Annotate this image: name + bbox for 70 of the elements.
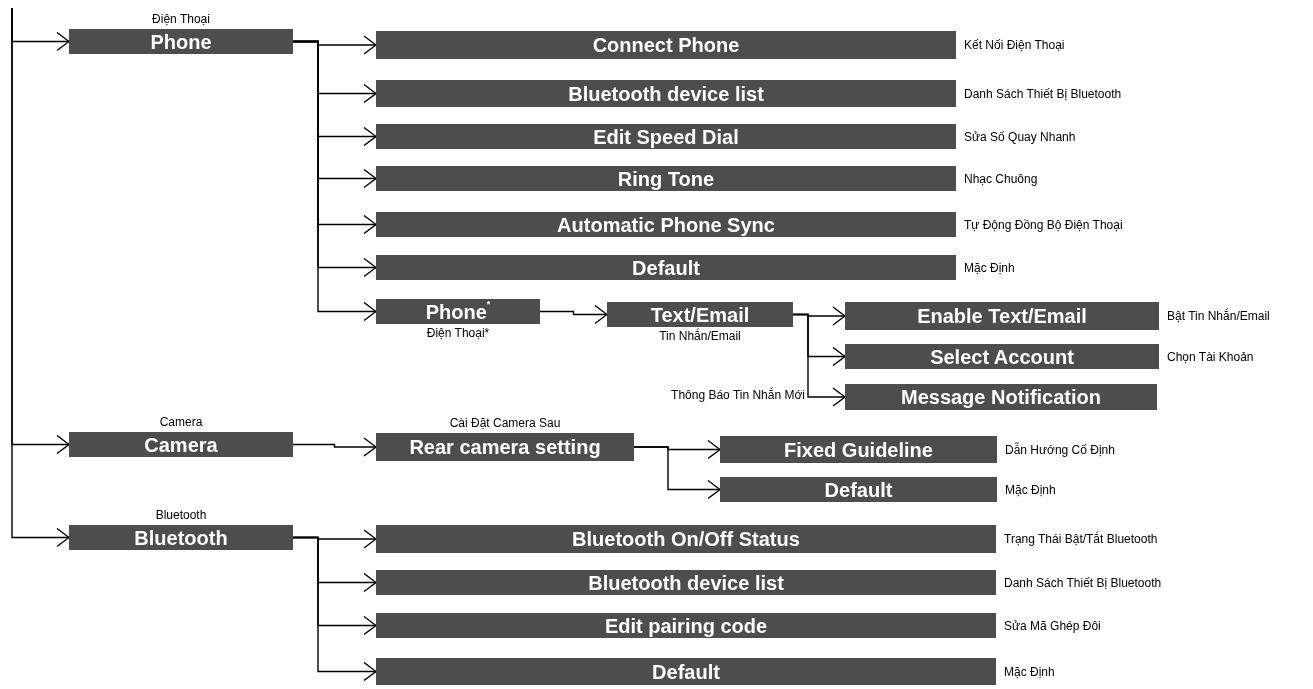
translation-label: Bật Tin Nhắn/Email	[1167, 309, 1270, 323]
translation-label: Điện Thoại*	[426, 326, 490, 340]
menu-item-box	[376, 255, 956, 280]
menu-item-label: Fixed Guideline	[784, 439, 933, 460]
menu-item-label: Bluetooth device list	[568, 83, 764, 104]
menu-item-box	[845, 344, 1159, 369]
menu-item-box	[376, 299, 540, 324]
menu-item-box	[720, 477, 997, 502]
menu-item-label: Select Account	[930, 346, 1074, 367]
menu-item-label: Edit pairing code	[604, 615, 768, 636]
connector-arrow	[792, 313, 846, 407]
translation-label: Thông Báo Tin Nhắn Mới	[671, 388, 805, 402]
connector-arrow	[11, 7, 70, 548]
menu-item-label: Phone$^{*}$	[425, 301, 491, 322]
connector-arrow	[539, 304, 608, 325]
menu-item-label: Default	[652, 661, 720, 682]
translation-label: Mặc Định	[1004, 664, 1055, 679]
menu-item-label: Bluetooth	[134, 527, 228, 548]
translation-label: Mặc Định	[964, 260, 1015, 275]
menu-item-box	[376, 212, 956, 237]
menu-item-box	[376, 613, 996, 638]
translation-label: Chọn Tài Khoản	[1167, 349, 1254, 364]
translation-label: Cài Đặt Camera Sau	[449, 416, 561, 430]
menu-item-box	[376, 31, 956, 59]
menu-item-label: Automatic Phone Sync	[557, 214, 775, 235]
connector-arrow	[292, 437, 377, 457]
menu-item-label: Connect Phone	[592, 35, 740, 55]
menu-item-label: Bluetooth On/Off Status	[572, 529, 800, 549]
translation-label: Trạng Thái Bật/Tắt Bluetooth	[1004, 532, 1158, 546]
menu-item-box	[376, 433, 634, 461]
menu-item-label: Default	[632, 257, 700, 278]
translation-label: Bluetooth	[155, 508, 207, 522]
translation-label: Danh Sách Thiết Bị Bluetooth	[964, 86, 1122, 101]
menu-item-box	[69, 29, 293, 54]
menu-item-box	[376, 525, 996, 553]
connector-arrow	[292, 40, 377, 322]
menu-item-box	[376, 124, 956, 149]
menu-item-box	[607, 302, 793, 327]
translation-label: Sửa Số Quay Nhanh	[964, 129, 1076, 144]
menu-item-label: Default	[824, 479, 893, 500]
translation-label: Điện Thoại	[152, 12, 210, 26]
menu-item-label: Rear camera setting	[409, 437, 601, 457]
menu-item-box	[845, 302, 1159, 330]
menu-item-label: Ring Tone	[617, 168, 715, 189]
translation-label: Tự Động Đồng Bộ Điện Thoại	[964, 217, 1123, 232]
menu-item-box	[69, 432, 293, 457]
menu-item-label: Message Notification	[900, 387, 1101, 407]
translation-label: Sửa Mã Ghép Đôi	[1004, 618, 1101, 633]
translation-label: Tin Nhắn/Email	[659, 329, 741, 343]
connector-arrow	[292, 536, 377, 682]
menu-item-box	[69, 525, 293, 550]
menu-item-label: Edit Speed Dial	[593, 126, 739, 147]
translation-label: Mặc Định	[1005, 482, 1056, 497]
menu-item-label: Bluetooth device list	[588, 572, 784, 593]
translation-label: Nhạc Chuông	[964, 171, 1038, 186]
translation-label: Danh Sách Thiết Bị Bluetooth	[1004, 575, 1162, 590]
translation-label: Dẫn Hướng Cố Định	[1005, 442, 1115, 457]
translation-label: Kết Nối Điện Thoại	[964, 38, 1065, 52]
menu-item-label: Phone	[150, 31, 212, 52]
menu-item-label: Enable Text/Email	[917, 306, 1087, 326]
menu-item-box	[376, 658, 996, 685]
menu-item-label: Camera	[144, 434, 218, 455]
menu-item-box	[376, 80, 956, 107]
menu-item-box	[720, 436, 997, 463]
translation-label: Camera	[159, 415, 203, 429]
menu-item-box	[376, 166, 956, 191]
menu-item-box	[376, 570, 996, 595]
connector-arrow	[633, 446, 721, 500]
menu-item-label: Text/Email	[650, 304, 750, 325]
menu-item-box	[845, 384, 1157, 410]
